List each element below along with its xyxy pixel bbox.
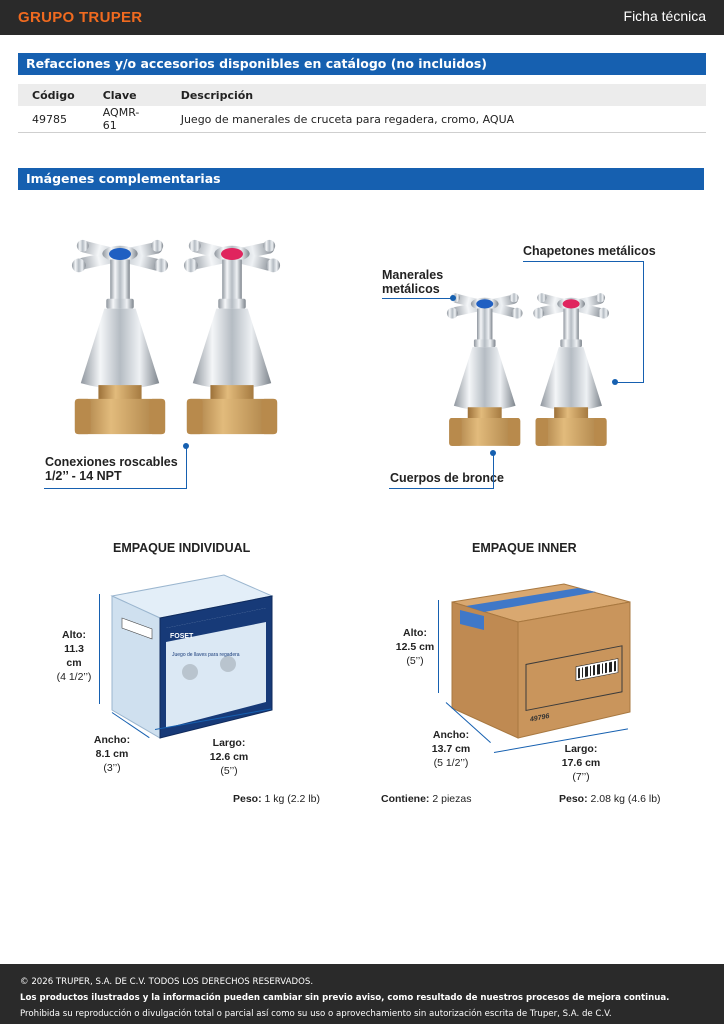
individual-width-label: Ancho: <box>93 734 131 746</box>
inner-length-cm: 17.6 cm <box>561 757 601 769</box>
individual-width-dimension: Ancho: 8.1 cm (3’’) <box>92 733 132 775</box>
individual-length-cm: 12.6 cm <box>209 751 249 763</box>
inner-height-in: (5’’) <box>406 655 424 667</box>
individual-box-image: FOSET Juego de llaves para regadera <box>110 574 274 739</box>
inner-weight-label: Peso: <box>559 793 588 805</box>
inner-width-dimension: Ancho: 13.7 cm (5 1/2’’) <box>430 728 472 770</box>
callout-line-bodies-vertical <box>493 453 494 489</box>
callout-connections-line2: 1/2’’ - 14 NPT <box>45 469 122 483</box>
inner-width-label: Ancho: <box>432 729 470 741</box>
individual-weight-label: Peso: <box>233 793 262 805</box>
inner-length-dimension: Largo: 17.6 cm (7’’) <box>558 742 604 784</box>
top-bar: GRUPO TRUPER Ficha técnica <box>0 0 724 35</box>
table-cell-code: 49785 <box>18 106 89 133</box>
callout-line-connections-vertical <box>186 446 187 489</box>
table-row: 49785 AQMR-61 Juego de manerales de cruc… <box>18 106 706 133</box>
callout-line-escutcheons <box>523 261 644 262</box>
callout-connections: Conexiones roscables 1/2’’ - 14 NPT <box>45 455 178 483</box>
callout-bodies: Cuerpos de bronce <box>390 471 504 485</box>
individual-height-cm: 11.3 cm <box>64 643 84 669</box>
individual-width-in: (3’’) <box>103 762 121 774</box>
footer-notice: Los productos ilustrados y la informació… <box>20 993 670 1003</box>
callout-handles: Manerales metálicos <box>382 268 443 296</box>
callout-handles-line2: metálicos <box>382 282 440 296</box>
inner-package-title: EMPAQUE INNER <box>472 541 577 555</box>
individual-height-dimension: Alto: 11.3 cm (4 1/2’’) <box>56 628 92 684</box>
individual-weight-value: 1 kg (2.2 lb) <box>264 793 320 805</box>
inner-height-cm: 12.5 cm <box>395 641 435 653</box>
inner-contents-label: Contiene: <box>381 793 430 805</box>
accessories-section-title: Refacciones y/o accesorios disponibles e… <box>18 53 706 75</box>
table-cell-description: Juego de manerales de cruceta para regad… <box>166 106 706 133</box>
footer: © 2026 TRUPER, S.A. DE C.V. TODOS LOS DE… <box>0 964 724 1024</box>
inner-height-dimension: Alto: 12.5 cm (5’’) <box>395 626 435 668</box>
individual-height-label: Alto: <box>62 629 86 641</box>
table-cell-key: AQMR-61 <box>88 106 167 133</box>
inner-contents-value: 2 piezas <box>432 793 472 805</box>
individual-height-in: (4 1/2’’) <box>56 671 92 683</box>
callout-line-bodies <box>389 488 494 489</box>
inner-width-cm: 13.7 cm <box>431 743 471 755</box>
inner-contents: Contiene: 2 piezas <box>381 793 471 805</box>
inner-weight-value: 2.08 kg (4.6 lb) <box>590 793 661 805</box>
callout-line-escutcheons-vertical <box>643 261 644 383</box>
individual-length-dimension: Largo: 12.6 cm (5’’) <box>206 736 252 778</box>
inner-weight: Peso: 2.08 kg (4.6 lb) <box>559 793 661 805</box>
callout-line-connections <box>44 488 187 489</box>
brand-logo: GRUPO TRUPER <box>18 9 143 26</box>
images-section-title: Imágenes complementarias <box>18 168 704 190</box>
inner-width-in: (5 1/2’’) <box>433 757 469 769</box>
callout-line-handles <box>382 298 452 299</box>
accessories-table: Código Clave Descripción 49785 AQMR-61 J… <box>18 84 706 133</box>
individual-length-label: Largo: <box>212 737 246 749</box>
individual-box-brand: FOSET <box>170 633 194 640</box>
callout-line-escutcheons-end <box>617 382 644 383</box>
individual-width-cm: 8.1 cm <box>95 748 129 760</box>
individual-package-title: EMPAQUE INDIVIDUAL <box>113 541 251 555</box>
dim-line-inner-height <box>438 600 439 693</box>
individual-length-in: (5’’) <box>220 765 238 777</box>
inner-height-label: Alto: <box>403 627 427 639</box>
column-header-key: Clave <box>88 84 167 106</box>
column-header-code: Código <box>18 84 89 106</box>
callout-connections-line1: Conexiones roscables <box>45 455 178 469</box>
inner-length-in: (7’’) <box>572 771 590 783</box>
inner-box-code: 49796 <box>530 713 549 724</box>
callout-escutcheons: Chapetones metálicos <box>523 244 656 258</box>
callout-handles-line1: Manerales <box>382 268 444 282</box>
inner-box-image: 49796 <box>451 583 631 739</box>
callout-dot-connections <box>183 443 189 449</box>
inner-length-label: Largo: <box>564 743 598 755</box>
callout-dot-escutcheons <box>612 379 618 385</box>
document-type: Ficha técnica <box>623 8 706 24</box>
table-header-row: Código Clave Descripción <box>18 84 706 106</box>
valve-pair-image-left <box>71 239 281 435</box>
footer-copyright: © 2026 TRUPER, S.A. DE C.V. TODOS LOS DE… <box>20 977 314 987</box>
callout-dot-handles <box>450 295 456 301</box>
column-header-description: Descripción <box>166 84 706 106</box>
individual-weight: Peso: 1 kg (2.2 lb) <box>233 793 320 805</box>
dim-line-individual-height <box>99 594 100 704</box>
callout-dot-bodies <box>490 450 496 456</box>
valve-pair-image-right <box>446 292 609 446</box>
individual-box-text: Juego de llaves para regadera <box>172 652 240 658</box>
footer-legal: Prohibida su reproducción o divulgación … <box>20 1009 612 1019</box>
